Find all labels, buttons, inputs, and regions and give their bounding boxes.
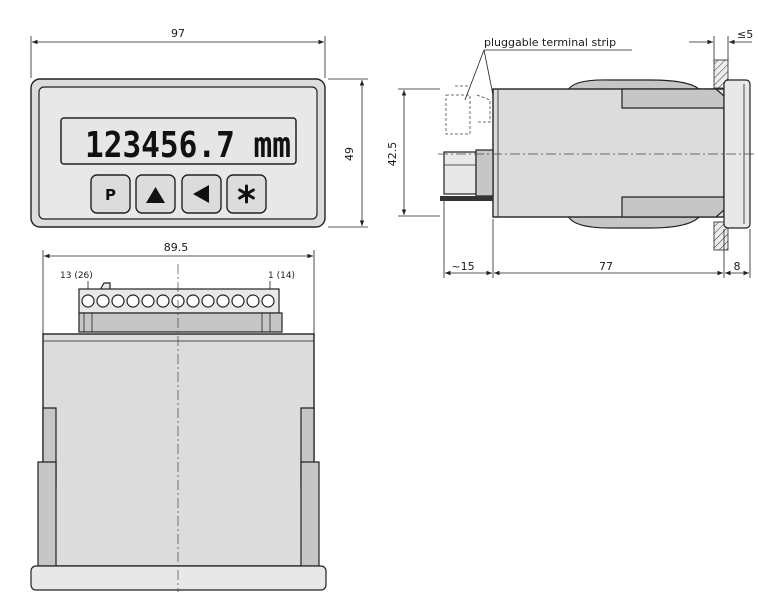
top-clip-right-lower: [300, 461, 320, 567]
screw-icon: [186, 294, 200, 308]
terminal-strip-unplugged-hook: [476, 94, 491, 123]
key-star: [226, 174, 267, 214]
key-left: [181, 174, 222, 214]
triangle-left-icon: [193, 185, 209, 203]
top-housing: [42, 333, 315, 567]
screw-icon: [261, 294, 275, 308]
screw-icon: [231, 294, 245, 308]
screw-icon: [111, 294, 125, 308]
front-height-label: 49: [343, 147, 356, 161]
screw-icon: [216, 294, 230, 308]
key-p-frame: [90, 174, 131, 214]
side-view: pluggable terminal strip ≤5 42.5: [386, 28, 756, 278]
terminal-strip-note: pluggable terminal strip: [484, 36, 616, 49]
panel-section-top: [713, 59, 729, 89]
housing-depth-label: 77: [599, 260, 613, 273]
screw-icon: [201, 294, 215, 308]
screw-icon: [156, 294, 170, 308]
top-front-bezel: [30, 565, 327, 591]
terminal-left-label: 13 (26): [60, 271, 93, 281]
key-p: P: [90, 174, 131, 214]
front-width-label: 97: [171, 27, 185, 40]
screw-icon: [96, 294, 110, 308]
lcd-display-text: 123456.7 mm: [85, 125, 291, 166]
terminal-strip-clip-left: [83, 312, 93, 333]
lcd-window: [60, 117, 297, 165]
terminal-screws: [81, 294, 275, 308]
top-width-label: 89.5: [164, 241, 189, 254]
screw-icon: [126, 294, 140, 308]
panel-section-bottom: [713, 221, 729, 251]
screw-icon: [246, 294, 260, 308]
side-latch-bottom: [621, 196, 725, 218]
terminal-strip-body: [78, 312, 283, 333]
side-clip-top-lobe: [566, 79, 702, 91]
key-p-label: P: [105, 186, 116, 204]
key-up: [135, 174, 176, 214]
terminal-strip-socket: [475, 149, 494, 197]
panel-thickness-label: ≤5: [737, 28, 753, 41]
side-clip-bottom-lobe: [567, 215, 702, 229]
note-leader-1: [464, 49, 485, 101]
screw-icon: [81, 294, 95, 308]
terminal-right-label: 1 (14): [268, 271, 295, 281]
terminal-strip-base: [440, 196, 493, 201]
terminal-strip-plugged: [443, 151, 477, 195]
top-view: 89.5 13 (26) 1 (14): [30, 241, 327, 592]
asterisk-icon: [238, 184, 255, 204]
side-housing: [492, 88, 725, 218]
side-height-label: 42.5: [386, 142, 399, 167]
terminal-strip-clip-right: [261, 312, 271, 333]
terminal-strip-unplugged: [445, 94, 471, 135]
front-view: 97 49 123456.7 mm P: [30, 27, 368, 228]
terminal-depth-label: ~15: [451, 260, 474, 273]
side-latch-top: [621, 88, 725, 109]
triangle-up-icon: [146, 187, 165, 203]
screw-icon: [141, 294, 155, 308]
top-clip-left-lower: [37, 461, 57, 567]
front-depth-label: 8: [734, 260, 741, 273]
